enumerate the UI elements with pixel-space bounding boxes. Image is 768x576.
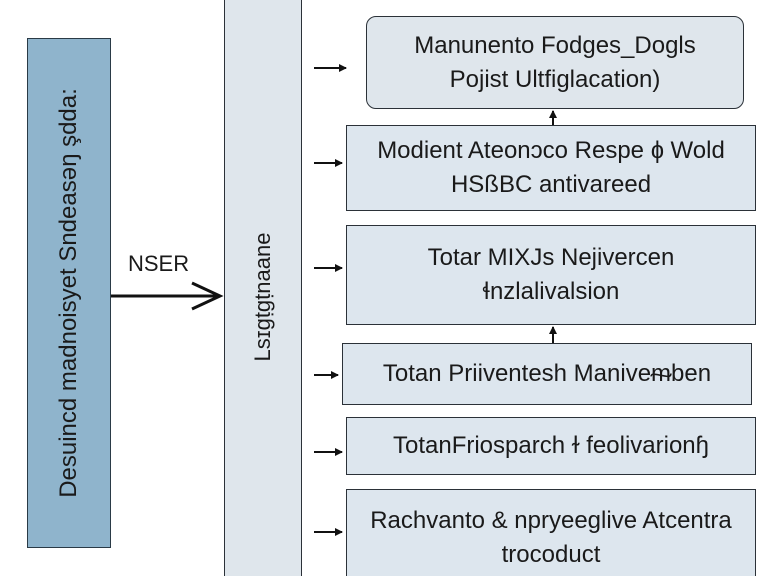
- source-box: Desuincd madnoisyet Sndeasəŋ şdda:: [27, 38, 111, 548]
- output-box-2-line-2: HSßBC antivareed: [450, 171, 652, 198]
- output-box-2: Modient Ateonɔco Respe ɸ Wold HSßBC anti…: [346, 125, 756, 211]
- output-box-5: TotanFriosparch ɫ feolivarionɧ: [346, 417, 756, 475]
- central-process-box: Lsɪgṭgṭnaane: [224, 0, 302, 576]
- output-box-4-line-1: Totan Priiventesh Maniveᵯben: [382, 360, 712, 387]
- input-arrow-label: NSER: [128, 251, 190, 276]
- output-box-5-line-1: TotanFriosparch ɫ feolivarionɧ: [392, 432, 709, 459]
- output-box-6-line-1: Rachvanto & npryeeglive Atcentra: [370, 507, 732, 534]
- output-box-3-line-2: ɬnzlalivalsion: [482, 278, 620, 305]
- output-box-3-line-1: Totar MIXJs Nejivercen: [427, 244, 675, 271]
- output-box-2-line-1: Modient Ateonɔco Respe ɸ Wold: [377, 137, 725, 164]
- output-box-6: Rachvanto & npryeeglive Atcentra trocodu…: [346, 489, 756, 576]
- output-box-1-line-2: Pojist Ultfiglacation): [449, 65, 661, 93]
- source-box-label: Desuincd madnoisyet Sndeasəŋ şdda:: [55, 88, 82, 498]
- output-box-3: Totar MIXJs Nejivercen ɬnzlalivalsion: [346, 225, 756, 325]
- input-arrow-head: [191, 281, 224, 311]
- output-box-6-line-2: trocoduct: [501, 541, 601, 568]
- output-box-4: Totan Priiventesh Maniveᵯben: [342, 343, 752, 405]
- central-process-label: Lsɪgṭgṭnaane: [250, 232, 275, 362]
- output-box-1: Manunento Fodges_Dogls Pojist Ultfiglaca…: [366, 16, 744, 109]
- output-box-1-line-1: Manunento Fodges_Dogls: [414, 31, 696, 59]
